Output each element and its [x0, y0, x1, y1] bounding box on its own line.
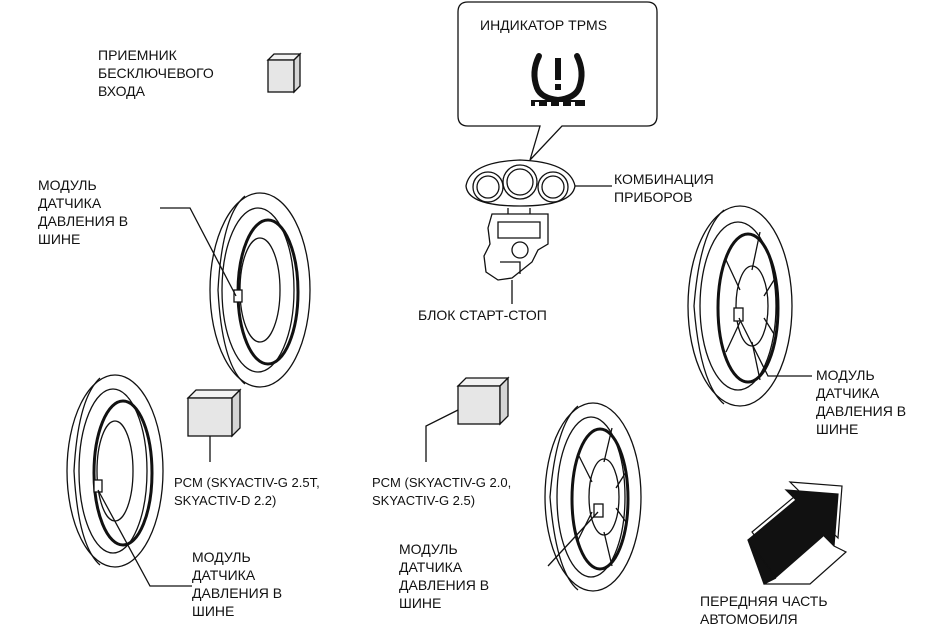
sensor-rear-right-label: МОДУЛЬ ДАТЧИКА ДАВЛЕНИЯ В ШИНЕ — [399, 541, 490, 611]
tire-rear-left — [66, 374, 192, 587]
pcm-left-label: PCM (SKYACTIV-G 2.5T, SKYACTIV-D 2.2) — [174, 475, 320, 508]
vehicle-front-label: ПЕРЕДНЯЯ ЧАСТЬ АВТОМОБИЛЯ — [700, 593, 828, 627]
start-stop-unit — [483, 208, 549, 304]
sensor-rear-left-label: МОДУЛЬ ДАТЧИКА ДАВЛЕНИЯ В ШИНЕ — [192, 549, 283, 619]
vehicle-front-arrow — [747, 481, 848, 585]
pcm-right-box — [425, 376, 510, 462]
pcm-right-label: PCM (SKYACTIV-G 2.0, SKYACTIV-G 2.5) — [372, 475, 512, 508]
start-stop-unit-label: БЛОК СТАРТ-СТОП — [418, 307, 547, 323]
sensor-front-left-label: МОДУЛЬ ДАТЧИКА ДАВЛЕНИЯ В ШИНЕ — [38, 177, 129, 247]
tpms-warning-icon — [531, 53, 585, 106]
instrument-cluster-label: КОМБИНАЦИЯ ПРИБОРОВ — [614, 171, 714, 205]
tire-rear-right — [544, 402, 642, 592]
sensor-front-right-label: МОДУЛЬ ДАТЧИКА ДАВЛЕНИЯ В ШИНЕ — [816, 367, 907, 437]
tire-front-right — [687, 205, 812, 407]
tire-front-left — [160, 192, 311, 388]
tpms-callout-bubble — [457, 1, 658, 161]
tpms-indicator-label: ИНДИКАТОР TPMS — [480, 17, 608, 33]
keyless-receiver-box — [266, 52, 302, 94]
instrument-cluster — [465, 159, 612, 207]
pcm-left-box — [186, 388, 242, 462]
keyless-receiver-label: ПРИЕМНИК БЕСКЛЮЧЕВОГО ВХОДА — [98, 47, 214, 99]
